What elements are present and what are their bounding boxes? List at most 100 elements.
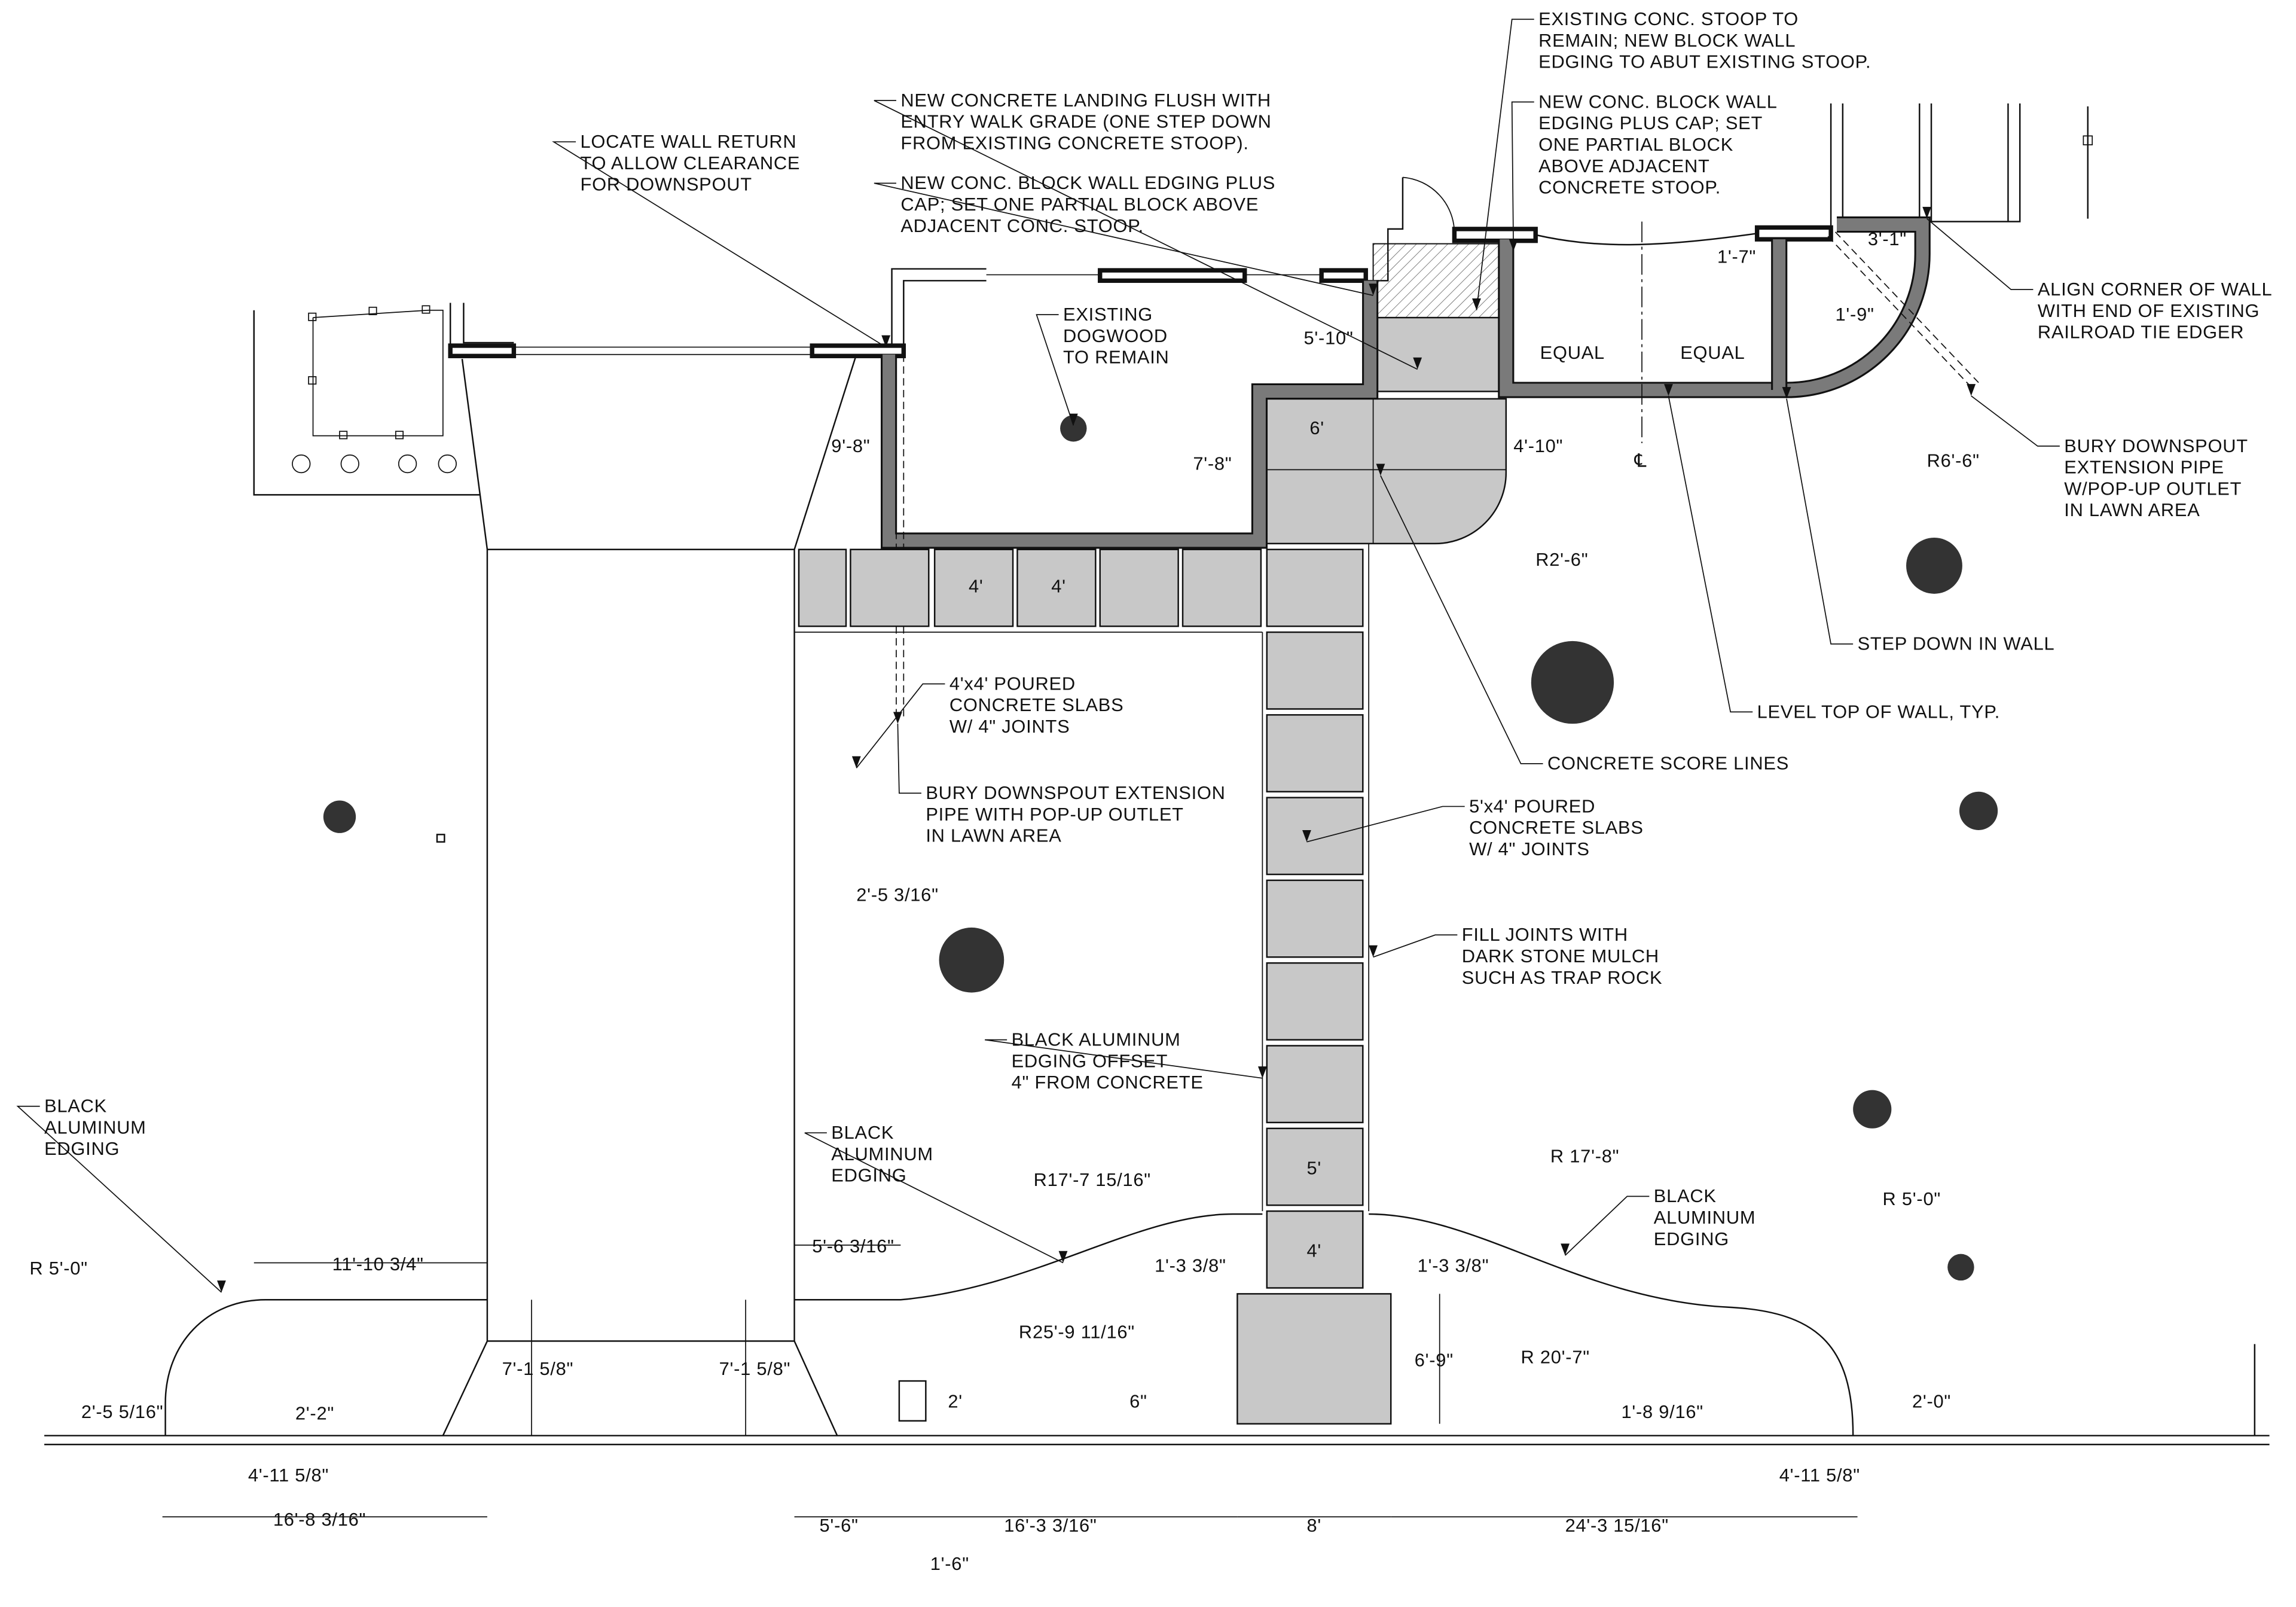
dimension-label: 3'-1" — [1868, 228, 1907, 249]
note-line: EDGING PLUS CAP; SET — [1538, 112, 1763, 133]
note-line: EXTENSION PIPE — [2064, 457, 2224, 478]
note-line: 4'x4' POURED — [949, 673, 1076, 694]
street-edge — [44, 1344, 2270, 1446]
stoop — [1372, 243, 1507, 392]
note-line: REMAIN; NEW BLOCK WALL — [1538, 30, 1796, 51]
leader-line — [1971, 395, 2060, 447]
leader-line — [897, 724, 921, 794]
dimension-label: 4' — [969, 575, 984, 596]
slab-4x4 — [850, 548, 930, 627]
note-line: ENTRY WALK GRADE (ONE STEP DOWN — [900, 111, 1271, 132]
note-line: ALUMINUM — [1654, 1207, 1756, 1228]
note-line: DOGWOOD — [1063, 325, 1168, 346]
note-line: 4" FROM CONCRETE — [1012, 1072, 1204, 1093]
slab-5x4 — [1266, 714, 1364, 792]
dimension-label: 7'-8" — [1193, 453, 1232, 474]
note-line: WITH END OF EXISTING — [2038, 300, 2260, 321]
note-line: TO ALLOW CLEARANCE — [580, 153, 800, 173]
leader-line — [1668, 395, 1753, 713]
arrowhead-icon — [851, 756, 861, 769]
dimension-label: 2'-0" — [1912, 1391, 1951, 1412]
note-line: CAP; SET ONE PARTIAL BLOCK ABOVE — [900, 194, 1259, 215]
dimension-label: 6' — [1309, 417, 1324, 438]
dimension-label: 7'-1 5/8" — [719, 1358, 791, 1379]
arrowhead-icon — [1782, 387, 1791, 399]
dimension-label: R17'-7 15/16" — [1034, 1169, 1151, 1190]
arrowhead-icon — [1376, 464, 1385, 476]
downspout-pipes — [896, 231, 1979, 716]
note-line: BURY DOWNSPOUT — [2064, 435, 2248, 456]
leader-line — [1373, 934, 1458, 958]
note-line: 5'x4' POURED — [1469, 795, 1595, 816]
dimension-label: 7'-1 5/8" — [502, 1358, 574, 1379]
leader-line — [1565, 1196, 1650, 1256]
dimension-label: 2'-2" — [295, 1402, 334, 1423]
dimension-label: 4' — [1306, 1240, 1321, 1261]
dimension-label: R25'-9 11/16" — [1019, 1321, 1135, 1342]
tree-icon — [323, 800, 356, 833]
note-line: NEW CONC. BLOCK WALL EDGING PLUS — [900, 172, 1275, 193]
note-line: DARK STONE MULCH — [1462, 946, 1659, 966]
driveway — [442, 354, 857, 1436]
lawn-edging — [164, 543, 1854, 1436]
dimension-label: 5'-6 3/16" — [812, 1236, 894, 1257]
note-line: EDGING TO ABUT EXISTING STOOP. — [1538, 51, 1871, 72]
dimension-label: 1'-7" — [1717, 246, 1756, 267]
arrowhead-icon — [1369, 945, 1378, 958]
arrowhead-icon — [1509, 239, 1518, 251]
note-line: NEW CONCRETE LANDING FLUSH WITH — [900, 90, 1271, 111]
tree-icon — [939, 927, 1004, 993]
arrowhead-icon — [1413, 357, 1422, 370]
dimension-label: 6'-9" — [1415, 1349, 1454, 1370]
note-line: IN LAWN AREA — [926, 825, 1061, 846]
note-line: LEVEL TOP OF WALL, TYP. — [1757, 701, 2000, 722]
slab-5x4 — [1266, 631, 1364, 710]
slab-5x4 — [1266, 1127, 1364, 1206]
arrowhead-icon — [881, 335, 891, 347]
dimension-label: 1'-3 3/8" — [1418, 1255, 1489, 1276]
leader-line — [1786, 398, 1854, 645]
note-line: NEW CONC. BLOCK WALL — [1538, 91, 1777, 112]
arrowhead-icon — [1257, 1066, 1267, 1078]
arrowhead-icon — [1068, 413, 1078, 426]
leader-line — [874, 182, 1373, 296]
note-line: BLACK — [44, 1096, 107, 1117]
note-line: TO REMAIN — [1063, 347, 1170, 368]
dimension-label: 4' — [1051, 575, 1066, 596]
slab-4x4 — [933, 548, 1014, 627]
note-line: W/ 4" JOINTS — [1469, 838, 1590, 859]
note-line: ONE PARTIAL BLOCK — [1538, 134, 1733, 155]
tree-icon — [1853, 1090, 1892, 1129]
note-line: ALIGN CORNER OF WALL — [2038, 279, 2273, 300]
dimension-label: R6'-6" — [1927, 450, 1980, 471]
garage-outline — [253, 305, 480, 496]
leader-line — [985, 1039, 1263, 1079]
slab-5x4 — [1266, 1045, 1364, 1124]
trees — [323, 415, 1998, 1281]
dimension-label: 5'-6" — [820, 1515, 859, 1536]
dimension-label: 5'-10" — [1304, 328, 1354, 349]
dimension-label: R 20'-7" — [1521, 1346, 1590, 1367]
note-level-top: LEVEL TOP OF WALL, TYP. — [1664, 384, 2000, 722]
arrowhead-icon — [1369, 283, 1378, 296]
note-step-down: STEP DOWN IN WALL — [1782, 387, 2054, 654]
note-line: EDGING — [831, 1165, 906, 1186]
arrowhead-icon — [1302, 830, 1311, 842]
note-line: ALUMINUM — [44, 1117, 146, 1138]
slab-4x4 — [1181, 548, 1262, 627]
dimension-label: R2'-6" — [1535, 549, 1588, 570]
note-line: FILL JOINTS WITH — [1462, 924, 1628, 945]
note-line: W/POP-UP OUTLET — [2064, 478, 2242, 499]
slab-4x4 — [1099, 548, 1179, 627]
arrowhead-icon — [217, 1280, 226, 1292]
leader-line — [16, 1105, 222, 1293]
note-line: BURY DOWNSPOUT EXTENSION — [926, 782, 1225, 803]
